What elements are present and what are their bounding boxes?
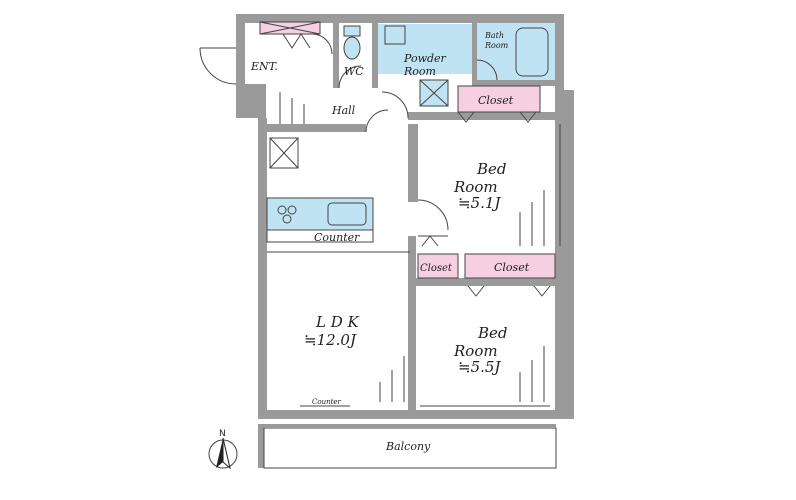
bed-room-1-label-2: Room xyxy=(453,178,498,196)
counter-small-label: Counter xyxy=(312,398,342,406)
ldk-area: Counter L D K ≒12.0J Counter xyxy=(266,137,410,407)
closet-small-label: Closet xyxy=(420,263,453,274)
closet-small: Closet xyxy=(417,235,459,279)
bed-room-1-label-1: Bed xyxy=(476,160,507,178)
bed-room-1: Bed Room ≒5.1J xyxy=(417,124,561,246)
ldk-label: L D K xyxy=(315,313,360,331)
bath-room: Bath Room xyxy=(476,23,555,81)
entrance-label: ENT. xyxy=(250,60,278,73)
wc-label: WC xyxy=(344,65,364,78)
balcony-label: Balcony xyxy=(385,440,431,453)
bed-room-1-size: ≒5.1J xyxy=(458,194,501,212)
balcony: Balcony xyxy=(263,424,557,469)
sink-icon xyxy=(384,25,406,45)
closet-top: Closet xyxy=(457,85,541,123)
bath-room-label-2: Room xyxy=(484,41,509,50)
closet-mid: Closet xyxy=(464,253,556,297)
bathtub-icon xyxy=(515,27,549,77)
entrance-area: ENT. xyxy=(199,21,333,85)
kitchen-sink-icon xyxy=(327,202,367,226)
bed-room-2-label-1: Bed xyxy=(477,324,508,342)
bath-room-label-1: Bath xyxy=(484,31,504,40)
closet-top-label: Closet xyxy=(478,94,514,107)
bed-room-2-size: ≒5.5J xyxy=(458,358,501,376)
north-arrow-icon xyxy=(216,438,223,468)
entrance-door xyxy=(199,47,237,85)
powder-room-label-2: Room xyxy=(403,65,436,78)
powder-room: Powder Room xyxy=(378,24,472,119)
north-label: N xyxy=(219,429,226,439)
ldk-size: ≒12.0J xyxy=(304,331,357,349)
toilet-icon xyxy=(343,36,361,60)
hall-label: Hall xyxy=(331,104,356,117)
bed-room-2: Bed Room ≒5.5J xyxy=(420,324,550,407)
powder-room-label-1: Powder xyxy=(403,52,447,65)
closet-mid-label: Closet xyxy=(494,261,530,274)
hall-area: Hall xyxy=(279,92,389,133)
compass: N xyxy=(208,429,238,470)
wc-area: WC xyxy=(338,25,364,89)
bed-room-2-label-2: Room xyxy=(453,342,498,360)
counter-kitchen-label: Counter xyxy=(314,231,360,244)
interior-walls xyxy=(258,14,564,468)
